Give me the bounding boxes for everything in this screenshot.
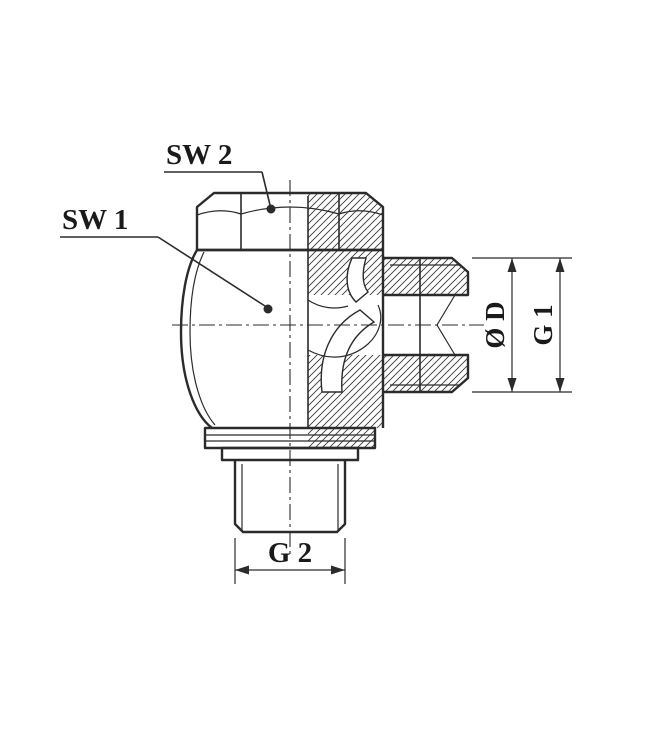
body-left-profile [179, 249, 213, 429]
hatch-region-port-top-wall [383, 258, 468, 295]
label-g2: G 2 [268, 537, 312, 569]
hatch-region-port-bottom-wall [383, 355, 468, 392]
label-g1: G 1 [528, 304, 558, 345]
hatch-region-body-upper [308, 250, 383, 295]
port-bottom-wall-outline [383, 353, 470, 394]
arrow-g1-bottom [555, 378, 565, 392]
label-dia-d: Ø D [480, 301, 510, 348]
body-left-inner-profile [189, 251, 216, 426]
hatch-region-flange-section [308, 428, 375, 448]
hex-nut-chamfer-arc-right [338, 210, 384, 216]
arrow-g1-top [555, 258, 565, 272]
internal-passage-lower-curve [320, 309, 376, 393]
port-top-wall-outline [383, 256, 470, 297]
stud-step-outline [220, 446, 360, 462]
hex-nut-chamfer-arc-left [196, 210, 242, 216]
leader-dot-sw2 [266, 204, 276, 214]
arrow-g2-left [235, 565, 249, 575]
arrow-g2-right [331, 565, 345, 575]
internal-cavity-curve [307, 304, 382, 358]
hatch-region-body-lower [308, 355, 383, 428]
internal-passage-upper-curve [346, 257, 369, 303]
leader-dot-sw1 [263, 304, 273, 314]
label-sw2: SW 2 [166, 139, 232, 171]
hatch-region-nut-section [308, 193, 383, 250]
leader-line-sw1 [157, 236, 266, 307]
leader-line-sw2 [261, 171, 271, 206]
internal-cavity-curve-2 [307, 299, 349, 309]
arrow-dia-d-top [507, 258, 517, 272]
label-sw1: SW 1 [62, 204, 128, 236]
arrow-dia-d-bottom [507, 378, 517, 392]
